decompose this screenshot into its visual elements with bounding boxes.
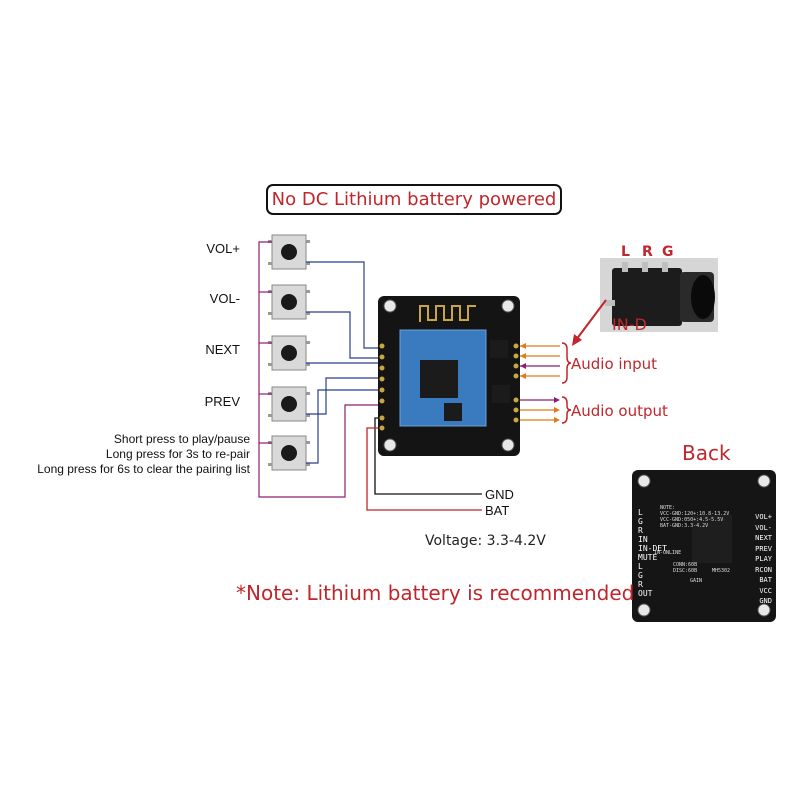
- tactile-button-play: [268, 435, 310, 471]
- audio-output-label: Audio output: [571, 402, 668, 420]
- wire-play: [306, 389, 380, 464]
- back-model: MH5302: [712, 568, 731, 574]
- back-pin-label: BAT: [759, 576, 772, 584]
- audio-input-arrows: [520, 343, 560, 379]
- back-pin-label: G: [638, 517, 643, 526]
- button-label-prev: PREV: [204, 394, 240, 409]
- back-pin-label: VCC: [759, 586, 772, 595]
- play-note-clear: Long press for 6s to clear the pairing l…: [37, 462, 250, 476]
- tactile-button-vol-down: [268, 284, 310, 320]
- bt-chip: [420, 360, 458, 398]
- back-pin-label: G: [638, 571, 643, 580]
- audio-jack: [600, 258, 718, 332]
- back-left-pin-list: L G R IN IN-DET MUTE L G R OUT: [638, 508, 678, 598]
- wire-bat: [366, 427, 482, 511]
- tactile-button-prev: [268, 386, 310, 422]
- jack-label-g: G: [662, 244, 674, 260]
- back-note-block: NOTE: VCC-GND:120+:10.8-13.2V VCC-GND:05…: [660, 505, 729, 529]
- back-pin-label: IN: [638, 535, 648, 544]
- jack-label-l: L: [621, 244, 630, 260]
- back-gain: GAIN: [690, 578, 703, 584]
- bluetooth-board: [378, 296, 520, 456]
- audio-output-brace: [561, 396, 572, 424]
- back-pin-label: GND: [759, 597, 772, 605]
- back-note-line: BAT-GND:3.3-4.2V: [660, 523, 709, 529]
- power-mode-title: No DC Lithium battery powered: [266, 184, 562, 215]
- back-note-title: NOTE:: [660, 505, 676, 511]
- back-pin-label: VOL-: [755, 523, 772, 532]
- button-label-vol-up: VOL+: [206, 241, 240, 256]
- voltage-spec: Voltage: 3.3-4.2V: [425, 533, 546, 549]
- back-pin-label: R: [638, 526, 643, 535]
- back-in-online: IN-ONLINE: [654, 550, 682, 556]
- button-label-next: NEXT: [205, 342, 240, 357]
- tactile-button-next: [268, 335, 310, 371]
- back-pin-label: L: [638, 562, 643, 571]
- back-note-line: VCC-GND:120+:10.8-13.2V: [660, 511, 730, 517]
- jack-arrow: [575, 299, 607, 341]
- wire-vol-down: [306, 311, 380, 359]
- back-pin-label: PLAY: [755, 555, 772, 563]
- back-pin-label: OUT: [638, 589, 653, 598]
- back-conn-line: CONN:60B: [673, 562, 698, 568]
- jack-label-in-detect: IN-D: [612, 315, 647, 334]
- play-note-short: Short press to play/pause: [113, 432, 250, 446]
- battery-recommendation: *Note: Lithium battery is recommended: [236, 581, 635, 605]
- wire-gnd: [374, 417, 482, 495]
- back-conn-line: DISC:60B: [673, 568, 698, 574]
- back-pin-label: VOL+: [755, 513, 772, 521]
- button-label-vol-down: VOL-: [209, 291, 240, 306]
- pin-label-bat: BAT: [485, 503, 510, 518]
- back-conn-block: CONN:60B DISC:60B: [673, 562, 697, 574]
- audio-input-brace: [561, 342, 572, 384]
- audio-input-label: Audio input: [571, 355, 657, 373]
- play-note-repair: Long press for 3s to re-pair: [105, 447, 250, 461]
- back-pin-label: RCON: [755, 565, 772, 574]
- back-pin-label: MUTE: [638, 553, 658, 562]
- back-side-title: Back: [682, 441, 731, 465]
- pcb-antenna: [419, 305, 476, 322]
- jack-label-r: R: [642, 244, 653, 260]
- back-pin-label: R: [638, 580, 643, 589]
- wire-prev: [306, 377, 380, 415]
- wire-common-rail: [258, 241, 380, 498]
- back-right-pin-list: VOL+ VOL- NEXT PREV PLAY RCON BAT VCC GN…: [738, 512, 772, 607]
- audio-output-arrows: [520, 397, 560, 423]
- back-note-line: VCC-GND:050+:4.5-5.5V: [660, 517, 724, 523]
- pin-label-gnd: GND: [485, 487, 514, 502]
- back-pin-label: PREV: [755, 544, 772, 553]
- tactile-button-vol-up: [268, 234, 310, 270]
- wire-vol-up: [306, 261, 380, 349]
- back-board: [632, 470, 776, 622]
- back-pin-label: L: [638, 508, 643, 517]
- back-pin-label: IN-DET: [638, 544, 667, 553]
- back-pin-label: NEXT: [755, 534, 772, 542]
